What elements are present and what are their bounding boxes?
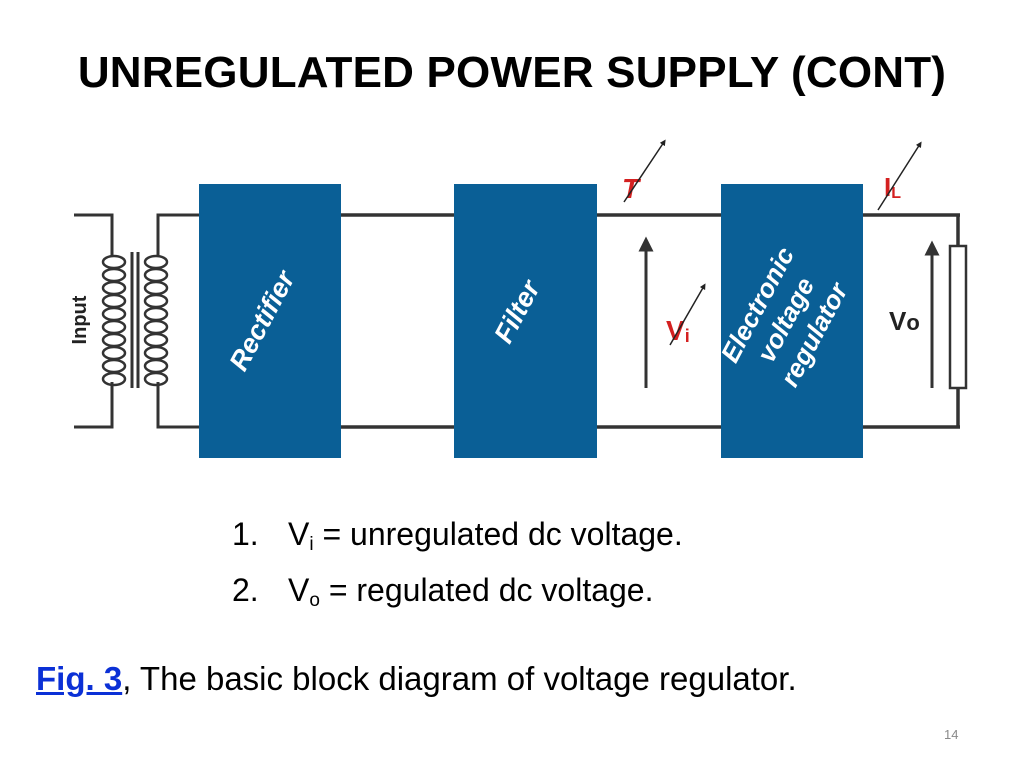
bus-wires bbox=[340, 213, 960, 429]
secondary-leads bbox=[156, 213, 200, 429]
slide-title: UNREGULATED POWER SUPPLY (CONT) bbox=[77, 48, 947, 97]
regulator-block bbox=[721, 184, 863, 458]
secondary-coil bbox=[143, 254, 169, 387]
load-resistor bbox=[948, 244, 968, 390]
list-symbol: V bbox=[288, 572, 310, 608]
vi-pointer-arrow bbox=[669, 283, 706, 346]
list-symbol: V bbox=[288, 516, 310, 552]
definition-list: 1. Vi = unregulated dc voltage. 2. Vo = re… bbox=[232, 506, 683, 618]
vi-label: Vi bbox=[666, 315, 690, 346]
list-text: = regulated dc voltage. bbox=[319, 572, 654, 608]
il-pointer-arrow bbox=[877, 141, 922, 211]
transformer bbox=[101, 252, 169, 388]
list-item: 1. Vi = unregulated dc voltage. bbox=[232, 506, 683, 562]
list-number: 1. bbox=[232, 516, 259, 552]
primary-coil bbox=[101, 254, 127, 387]
list-text: = unregulated dc voltage. bbox=[313, 516, 683, 552]
filter-block bbox=[454, 184, 597, 458]
il-label: IL bbox=[884, 172, 901, 202]
page-number: 14 bbox=[944, 727, 959, 742]
list-item: 2. Vo = regulated dc voltage. bbox=[232, 562, 683, 618]
input-leads bbox=[74, 213, 114, 429]
list-subscript: i bbox=[309, 534, 314, 555]
figure-caption: Fig. 3, The basic block diagram of volta… bbox=[36, 660, 797, 698]
vo-label: Vo bbox=[889, 306, 920, 336]
list-subscript: o bbox=[309, 590, 320, 611]
input-label: Input bbox=[69, 295, 91, 344]
rectifier-block bbox=[199, 184, 341, 458]
list-number: 2. bbox=[232, 572, 259, 608]
caption-text: , The basic block diagram of voltage reg… bbox=[122, 660, 797, 697]
figure-link[interactable]: Fig. 3 bbox=[36, 660, 123, 697]
t-pointer-arrow bbox=[623, 139, 666, 203]
